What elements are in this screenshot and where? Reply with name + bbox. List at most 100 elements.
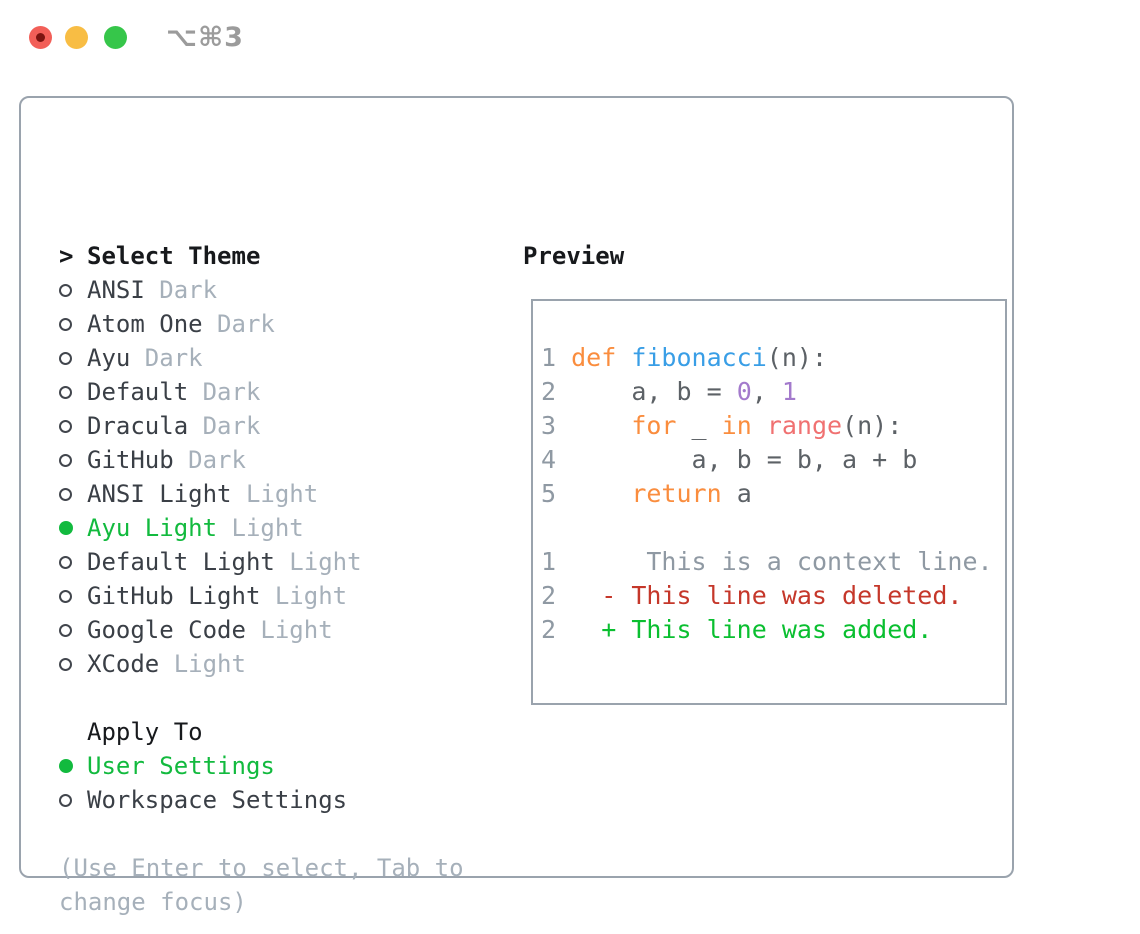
theme-option-7[interactable]: Ayu Light Light [59, 511, 507, 545]
radio-selected-icon [59, 759, 87, 773]
item-variant-tag: Dark [202, 310, 275, 338]
radio-circle [59, 385, 72, 399]
prompt-arrow-icon: > [59, 242, 74, 270]
code-line: 1 def fibonacci(n): [541, 341, 1005, 375]
code-token-keyword: in [721, 411, 752, 440]
theme-option-9[interactable]: GitHub Light Light [59, 579, 507, 613]
code-token-lineno: 2 [541, 615, 557, 644]
code-line: 2 - This line was deleted. [541, 579, 1005, 613]
code-line: 3 for _ in range(n): [541, 409, 1005, 443]
code-token-lineno: 3 [541, 411, 572, 440]
item-variant-tag: Light [231, 480, 319, 508]
radio-unselected-icon [59, 283, 87, 297]
item-variant-tag: Light [260, 582, 348, 610]
item-label: Workspace Settings [87, 786, 348, 814]
code-token-fg: a [721, 479, 752, 508]
item-label: Default [87, 378, 189, 406]
code-token-lineno: 5 [541, 479, 572, 508]
item-label: User Settings [87, 752, 275, 780]
item-variant-tag: Dark [173, 446, 246, 474]
code-token-number: 0 [736, 377, 752, 406]
item-label: GitHub [87, 446, 174, 474]
code-token-fg: a, b = [571, 377, 737, 406]
radio-circle [59, 623, 72, 637]
theme-option-1[interactable]: Atom One Dark [59, 307, 507, 341]
radio-circle [59, 453, 72, 467]
minimize-button[interactable] [65, 26, 88, 49]
radio-unselected-icon [59, 555, 87, 569]
close-button[interactable] [29, 26, 52, 49]
code-token-lineno: 2 [541, 377, 572, 406]
radio-selected-icon [59, 521, 87, 535]
item-variant-tag: Dark [130, 344, 203, 372]
theme-option-6[interactable]: ANSI Light Light [59, 477, 507, 511]
code-token-lineno: 4 [541, 445, 572, 474]
keyboard-hint: (Use Enter to select, Tab to change focu… [59, 854, 464, 916]
code-token-context: This is a context line. [646, 547, 993, 576]
item-label: ANSI Light [87, 480, 232, 508]
item-variant-tag: Light [217, 514, 304, 542]
window-title: ⌥⌘3 [166, 22, 244, 53]
item-variant-tag: Dark [188, 412, 261, 440]
item-label: Atom One [87, 310, 203, 338]
select-theme-header-row: > Select Theme [59, 239, 507, 273]
code-token-fg [571, 479, 631, 508]
code-token-keyword: for [631, 411, 677, 440]
apply-option-1[interactable]: Workspace Settings [59, 783, 507, 817]
item-label: Google Code [87, 616, 246, 644]
radio-circle [59, 657, 72, 671]
item-variant-tag: Light [159, 650, 246, 678]
theme-option-2[interactable]: Ayu Dark [59, 341, 507, 375]
item-label: Default Light [87, 548, 275, 576]
code-line [541, 511, 1005, 545]
item-variant-tag: Dark [188, 378, 261, 406]
radio-unselected-icon [59, 793, 87, 807]
theme-option-5[interactable]: GitHub Dark [59, 443, 507, 477]
theme-option-3[interactable]: Default Dark [59, 375, 507, 409]
theme-option-8[interactable]: Default Light Light [59, 545, 507, 579]
code-token-builtin: range [766, 411, 843, 440]
code-token-fg: _ [676, 411, 722, 440]
item-variant-tag: Dark [144, 276, 218, 304]
zoom-button[interactable] [104, 26, 127, 49]
item-variant-tag: Light [274, 548, 362, 576]
apply-option-0[interactable]: User Settings [59, 749, 507, 783]
code-token-func: fibonacci [631, 343, 767, 372]
item-variant-tag: Light [245, 616, 333, 644]
radio-circle [59, 351, 72, 365]
radio-circle [59, 521, 73, 535]
code-line: 4 a, b = b, a + b [541, 443, 1005, 477]
code-token-fg [752, 411, 767, 440]
code-token-fg [571, 411, 631, 440]
radio-unselected-icon [59, 487, 87, 501]
code-token-fg: , [751, 377, 782, 406]
theme-option-4[interactable]: Dracula Dark [59, 409, 507, 443]
titlebar: ⌥⌘3 [0, 0, 1140, 74]
theme-option-0[interactable]: ANSI Dark [59, 273, 507, 307]
code-token-lineno: 1 [541, 343, 572, 372]
code-line: 5 return a [541, 477, 1005, 511]
theme-option-10[interactable]: Google Code Light [59, 613, 507, 647]
code-token-keyword: def [571, 343, 632, 372]
preview-header: Preview [523, 242, 625, 270]
spacer [59, 817, 507, 851]
theme-option-11[interactable]: XCode Light [59, 647, 507, 681]
code-token-removed: - This line was deleted. [601, 581, 963, 610]
radio-unselected-icon [59, 419, 87, 433]
select-theme-header: Select Theme [87, 242, 261, 270]
code-token-added: + This line was added. [601, 615, 933, 644]
code-token-fg [556, 615, 601, 644]
item-label: XCode [87, 650, 160, 678]
code-token-fg: (n): [766, 343, 828, 372]
code-line: 2 a, b = 0, 1 [541, 375, 1005, 409]
radio-unselected-icon [59, 385, 87, 399]
radio-unselected-icon [59, 351, 87, 365]
radio-unselected-icon [59, 453, 87, 467]
item-label: Ayu Light [87, 514, 218, 542]
